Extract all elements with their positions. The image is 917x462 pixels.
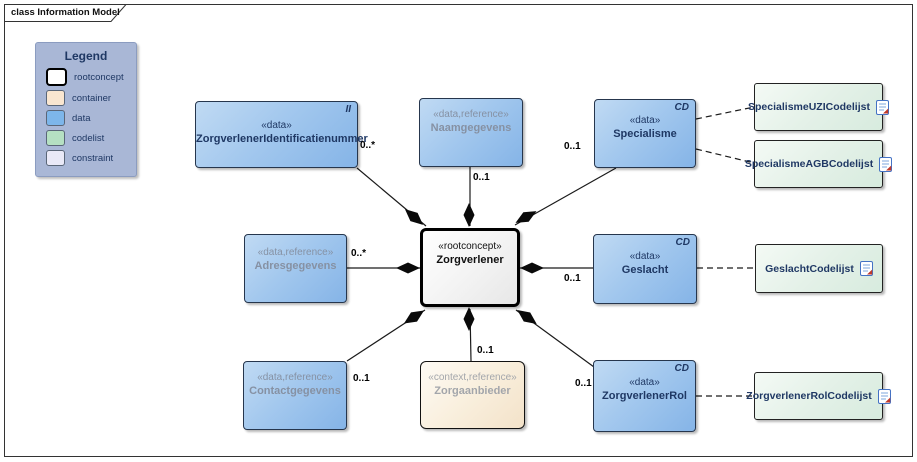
- instance-identifier-marker: II: [345, 104, 351, 115]
- legend-title: Legend: [64, 49, 108, 63]
- container-swatch: [46, 90, 65, 106]
- node-zorgverlenerrol[interactable]: CD «data» ZorgverlenerRol: [593, 360, 696, 432]
- composition-diamonds: [396, 203, 544, 331]
- codelist-connectors: [695, 106, 755, 397]
- legend-item-label: rootconcept: [74, 71, 124, 83]
- node-name: ZorgverlenerRolCodelijst: [746, 390, 872, 402]
- legend-item-data: data: [46, 110, 136, 126]
- node-geslacht[interactable]: CD «data» Geslacht: [593, 234, 697, 304]
- legend-item-container: container: [46, 90, 136, 106]
- node-zorgverlener-rootconcept[interactable]: «rootconcept» Zorgverlener: [420, 228, 520, 307]
- node-name: Zorgverlener: [436, 254, 504, 266]
- constraint-swatch: [46, 150, 65, 166]
- coded-datatype-marker: CD: [675, 237, 690, 248]
- document-icon: [877, 388, 891, 404]
- legend-panel: Legend rootconcept container data codeli…: [35, 42, 137, 177]
- diagram-frame: [4, 4, 913, 457]
- node-name: SpecialismeAGBCodelijst: [744, 158, 874, 170]
- stereotype-label: «data,reference»: [433, 109, 509, 120]
- multiplicity-label: 0..1: [564, 273, 581, 284]
- node-specialisme[interactable]: CD «data» Specialisme: [594, 99, 696, 168]
- data-swatch: [46, 110, 65, 126]
- stereotype-label: «data,reference»: [257, 372, 333, 383]
- node-name: SpecialismeUZICodelijst: [748, 101, 870, 113]
- stereotype-label: «context,reference»: [428, 372, 517, 383]
- node-name: Naamgegevens: [430, 122, 512, 134]
- node-name: Contactgegevens: [249, 385, 341, 397]
- document-icon: [859, 261, 873, 276]
- node-specialisme-agb-codelijst[interactable]: SpecialismeAGBCodelijst: [745, 140, 893, 188]
- stereotype-label: «data,reference»: [257, 247, 334, 258]
- legend-item-label: container: [72, 92, 112, 104]
- document-icon: [879, 156, 893, 172]
- coded-datatype-marker: CD: [674, 102, 689, 113]
- node-zorgverlenerrol-codelijst[interactable]: ZorgverlenerRolCodelijst: [746, 372, 891, 420]
- node-specialisme-uzi-codelijst[interactable]: SpecialismeUZICodelijst: [748, 83, 889, 131]
- legend-item-label: codelist: [72, 132, 105, 144]
- legend-item-constraint: constraint: [46, 150, 136, 166]
- node-zorgverlener-identificatienummer[interactable]: II «data» ZorgverlenerIdentificatienumme…: [195, 101, 368, 168]
- stereotype-label: «data»: [629, 377, 660, 388]
- node-name: Geslacht: [621, 264, 669, 276]
- rootconcept-swatch: [46, 68, 67, 86]
- node-name: ZorgverlenerIdentificatienummer: [196, 133, 368, 145]
- coded-datatype-marker: CD: [674, 363, 689, 374]
- multiplicity-label: 0..*: [360, 140, 376, 151]
- node-zorgaanbieder[interactable]: «context,reference» Zorgaanbieder: [420, 361, 525, 429]
- node-naamgegevens[interactable]: «data,reference» Naamgegevens: [419, 98, 523, 167]
- node-name: Zorgaanbieder: [434, 385, 511, 397]
- multiplicity-label: 0..1: [477, 345, 494, 356]
- node-name: GeslachtCodelijst: [765, 262, 854, 275]
- stereotype-label: «data»: [629, 251, 661, 262]
- node-name: Adresgegevens: [254, 260, 337, 272]
- stereotype-label: «rootconcept»: [438, 241, 502, 252]
- node-name: Specialisme: [613, 128, 677, 140]
- legend-item-rootconcept: rootconcept: [46, 68, 136, 86]
- document-icon: [875, 99, 889, 115]
- node-name: ZorgverlenerRol: [602, 390, 687, 402]
- stereotype-label: «data»: [629, 115, 661, 126]
- node-contactgegevens[interactable]: «data,reference» Contactgegevens: [243, 361, 347, 430]
- legend-item-codelist: codelist: [46, 130, 136, 146]
- multiplicity-label: 0..1: [564, 141, 581, 152]
- legend-item-label: data: [72, 112, 91, 124]
- node-geslacht-codelijst[interactable]: GeslachtCodelijst: [755, 244, 883, 293]
- node-adresgegevens[interactable]: «data,reference» Adresgegevens: [244, 234, 347, 303]
- frame-title: class Information Model: [11, 7, 120, 18]
- multiplicity-label: 0..1: [353, 373, 370, 384]
- multiplicity-label: 0..*: [351, 248, 367, 259]
- codelist-swatch: [46, 130, 65, 146]
- stereotype-label: «data»: [261, 120, 292, 131]
- legend-item-label: constraint: [72, 152, 114, 164]
- multiplicity-label: 0..1: [575, 378, 592, 389]
- multiplicity-label: 0..1: [473, 172, 490, 183]
